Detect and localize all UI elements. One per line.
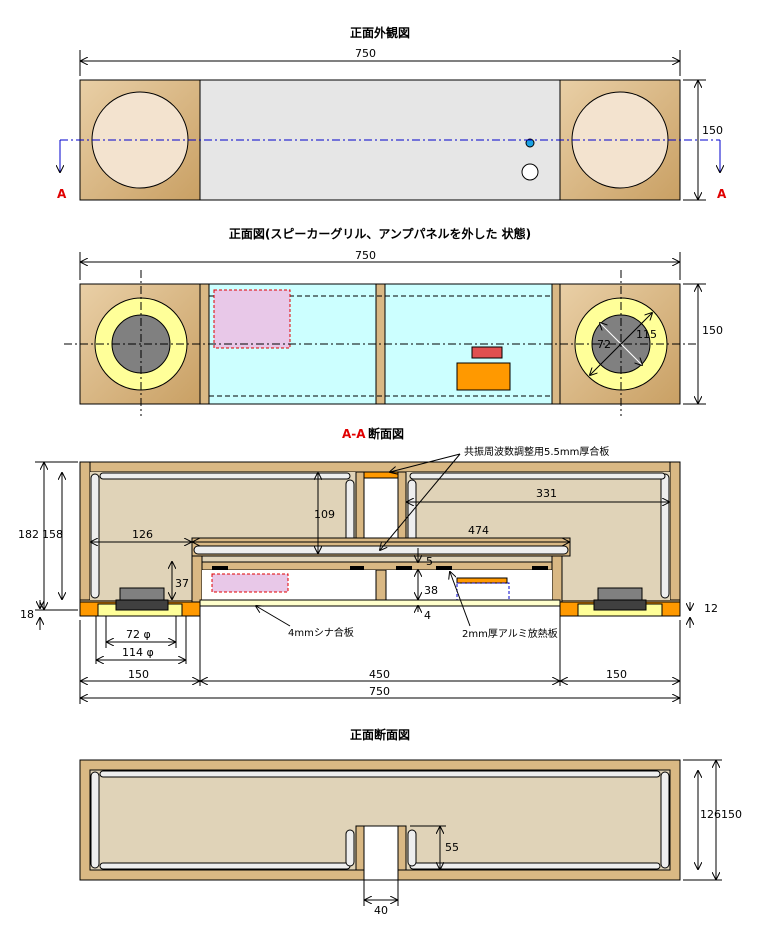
right-driver (593, 599, 647, 611)
section-marker-left: A (57, 187, 67, 201)
dim-450: 450 (369, 668, 390, 681)
dim-126-150: 126150 (700, 808, 742, 821)
left-driver (115, 599, 169, 611)
dim-18: 18 (20, 608, 34, 621)
dim-109: 109 (314, 508, 335, 521)
note-shina-board: 4mmシナ合板 (288, 626, 354, 639)
note-alu-plate: 2mm厚アルミ放熱板 (462, 627, 558, 640)
dim-115: 115 (636, 328, 657, 341)
dim-height-150: 150 (702, 124, 723, 137)
volume-knob-icon (521, 163, 539, 181)
dim-12: 12 (704, 602, 718, 615)
note-resonance-board: 共振周波数調整用5.5mm厚合板 (464, 445, 609, 458)
dim-55: 55 (445, 841, 459, 854)
section-aa-view: A-A 断面図 (18, 426, 718, 704)
dim-150-right: 150 (606, 668, 627, 681)
front-section-title: 正面断面図 (350, 727, 410, 742)
dim-40: 40 (374, 904, 388, 917)
front-section-view: 正面断面図 126150 55 40 (79, 727, 742, 917)
front-view-title: 正面外観図 (350, 25, 410, 40)
dim-37: 37 (175, 577, 189, 590)
dim-5: 5 (426, 555, 433, 568)
power-led-icon (525, 138, 535, 148)
shina-board (199, 599, 561, 607)
dim-750-section: 750 (369, 685, 390, 698)
dim-phi114: 114 φ (122, 646, 154, 659)
amp-board (213, 289, 291, 349)
section-marker-right: A (717, 187, 727, 201)
front-no-grille-title: 正面図(スピーカーグリル、アンプパネルを外した 状態) (229, 226, 531, 241)
dim-height-150-2: 150 (702, 324, 723, 337)
port-duct (363, 825, 399, 881)
dim-38: 38 (424, 584, 438, 597)
dim-331: 331 (536, 487, 557, 500)
section-aa-prefix: A-A (342, 427, 366, 441)
section-aa-title: 断面図 (368, 426, 404, 441)
dim-182: 182 (18, 528, 39, 541)
front-exterior-view: 正面外観図 750 A A 150 (57, 25, 727, 201)
resonance-board-top (363, 471, 399, 479)
dim-474: 474 (468, 524, 489, 537)
dim-width-750: 750 (355, 47, 376, 60)
dim-150-left: 150 (128, 668, 149, 681)
front-view-no-grille: 正面図(スピーカーグリル、アンプパネルを外した 状態) 750 72 115 1… (64, 226, 723, 416)
dim-158: 158 (42, 528, 63, 541)
transformer (456, 362, 511, 391)
heat-component (471, 346, 503, 359)
dim-width-750-2: 750 (355, 249, 376, 262)
dim-4: 4 (424, 609, 431, 622)
dim-126: 126 (132, 528, 153, 541)
dim-phi72: 72 φ (126, 628, 151, 641)
